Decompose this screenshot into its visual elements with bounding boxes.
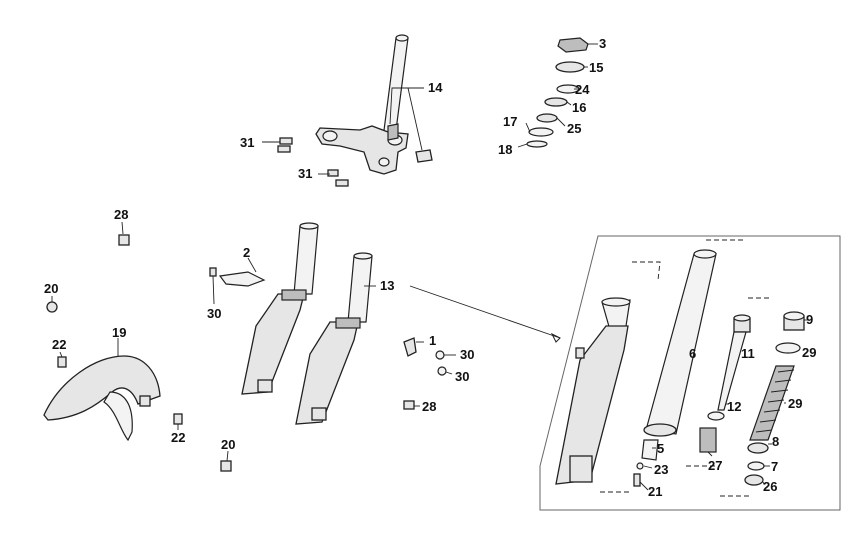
callout-9: 9 [806,312,813,327]
rod-11 [707,314,751,421]
callout-5: 29 [788,396,802,411]
callout-20-upper: 20 [44,281,58,296]
bearing-stack [526,37,589,148]
cap-9 [775,311,805,354]
clamp-1 [403,337,447,410]
callout-6: 6 [689,346,696,361]
nut-28-upper [118,234,130,246]
bracket-2 [209,267,266,287]
nut-20-upper [46,301,58,313]
callout-28-lower: 28 [422,399,436,414]
callout-24: 24 [575,82,590,97]
callout-19: 19 [112,325,126,340]
bolts-upper [277,137,349,187]
callout-21: 21 [648,484,662,499]
callout-17: 17 [503,114,517,129]
detail-frame [539,235,841,511]
callout-28-upper: 28 [114,207,128,222]
callout-13: 13 [380,278,394,293]
callout-7: 27 [708,458,722,473]
fork-leg-left [241,222,319,395]
callout-14: 14 [428,80,443,95]
steering-stem [315,34,433,175]
callout-15: 15 [589,60,603,75]
callout-27: 8 [772,434,779,449]
inner-tube-6 [643,249,717,437]
callout-8: 5 [657,441,664,456]
callout-12: 12 [727,399,741,414]
callout-30-low: 30 [455,369,469,384]
damper-parts [633,427,717,487]
callout-3: 3 [599,36,606,51]
callout-30-left: 30 [207,306,221,321]
fork-outer-tube [555,297,631,485]
fork-leg-right [295,252,373,425]
nut-20-lower [220,460,232,472]
callout-18: 18 [498,142,512,157]
callout-31-lower: 31 [298,166,312,181]
callout-26: 26 [763,479,777,494]
callout-11: 11 [741,346,755,361]
callout-20-lower: 20 [221,437,235,452]
callout-30-mid: 30 [460,347,474,362]
callout-2: 2 [243,245,250,260]
callout-1: 1 [429,333,436,348]
callout-10: 7 [771,459,778,474]
seals-lower [744,442,769,486]
callout-16: 16 [572,100,586,115]
callout-22-left: 22 [52,337,66,352]
front-fender [43,355,183,442]
callout-25: 25 [567,121,581,136]
spring-5 [749,365,795,441]
callout-23: 23 [654,462,668,477]
callout-22-right: 22 [171,430,185,445]
callout-31-upper: 31 [240,135,254,150]
